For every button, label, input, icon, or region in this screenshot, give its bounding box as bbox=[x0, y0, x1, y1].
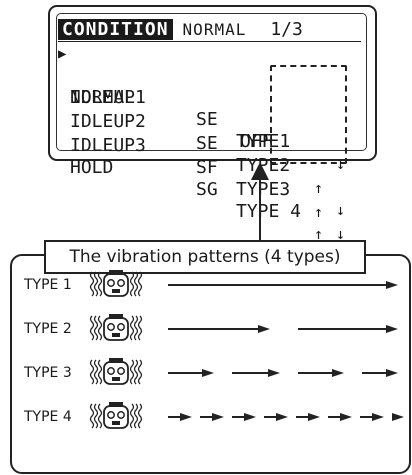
arrow-down-icon: ↓ bbox=[336, 225, 346, 243]
panel-title: The vibration patterns (4 types) bbox=[44, 240, 366, 274]
arrow-down-icon: ↓ bbox=[336, 155, 346, 173]
pattern-arrowhead bbox=[386, 281, 398, 289]
pattern-arrowhead bbox=[308, 413, 320, 421]
condition-name: IDLEUP1 bbox=[70, 87, 146, 108]
pattern-row-graphic bbox=[89, 402, 404, 429]
pattern-arrowhead bbox=[180, 413, 192, 421]
pattern-arrowhead bbox=[268, 369, 280, 377]
vibration-type[interactable]: TYPE1 bbox=[236, 131, 291, 152]
condition-row-idleup1[interactable]: IDLEUP1 SE TYPE1 ↓ bbox=[58, 65, 358, 173]
screen-title: CONDITION bbox=[58, 19, 173, 40]
arrow-up-icon: ↑ bbox=[314, 225, 324, 243]
pattern-arrowhead bbox=[386, 369, 398, 377]
pattern-arrowhead bbox=[372, 413, 384, 421]
condition-row-idleup3[interactable]: IDLEUP3 SF TYPE3 ↑ ↓ bbox=[58, 113, 358, 243]
condition-switch: SF bbox=[196, 157, 218, 178]
condition-name: IDLEUP2 bbox=[70, 111, 146, 132]
pattern-arrowhead bbox=[258, 325, 270, 333]
vibration-type[interactable]: TYPE 4 bbox=[236, 201, 302, 222]
vibrating-transmitter-icon bbox=[89, 402, 143, 429]
current-condition: NORMAL bbox=[182, 20, 247, 39]
condition-row-normal[interactable]: ▶ NORMAL OFF bbox=[58, 43, 358, 152]
pattern-arrowhead bbox=[340, 413, 352, 421]
condition-name: HOLD bbox=[70, 157, 114, 178]
arrow-up-icon: ↑ bbox=[314, 179, 324, 197]
lcd-header: CONDITION NORMAL 1/3 bbox=[58, 19, 303, 40]
condition-name: NORMAL bbox=[70, 87, 136, 108]
arrow-down-icon: ↓ bbox=[336, 201, 346, 219]
cursor-triangle-icon: ▶ bbox=[58, 46, 67, 62]
header-divider bbox=[58, 41, 361, 42]
pattern-arrowhead bbox=[212, 413, 224, 421]
condition-row-hold[interactable]: HOLD SG TYPE 4 ↑ bbox=[58, 135, 358, 243]
arrow-up-icon: ↑ bbox=[314, 203, 324, 221]
vibration-type[interactable]: OFF bbox=[240, 131, 273, 152]
pattern-label: TYPE 2 bbox=[24, 321, 72, 337]
condition-row-idleup2[interactable]: IDLEUP2 SE TYPE2 ↑ ↓ bbox=[58, 89, 358, 219]
vibrating-transmitter-icon bbox=[89, 314, 143, 341]
pattern-arrowhead bbox=[386, 325, 398, 333]
pattern-arrowhead bbox=[332, 369, 344, 377]
pattern-label: TYPE 4 bbox=[24, 409, 72, 425]
pattern-arrowhead bbox=[244, 413, 256, 421]
pattern-row-graphic bbox=[89, 358, 398, 385]
lcd-inner-frame bbox=[56, 13, 367, 151]
vibrating-transmitter-icon bbox=[89, 358, 143, 385]
pattern-label: TYPE 1 bbox=[24, 277, 72, 293]
lcd-screen: CONDITION NORMAL 1/3 ▶ NORMAL OFF IDLEUP… bbox=[48, 5, 377, 243]
page-indicator: 1/3 bbox=[270, 19, 303, 40]
pattern-row-graphic bbox=[89, 314, 398, 341]
condition-switch: SE bbox=[196, 133, 218, 154]
pattern-label: TYPE 3 bbox=[24, 365, 72, 381]
vibrating-transmitter-icon bbox=[89, 270, 143, 297]
condition-switch: SE bbox=[196, 109, 218, 130]
condition-switch: SG bbox=[196, 179, 218, 200]
vibration-type[interactable]: TYPE3 bbox=[236, 179, 291, 200]
condition-name: IDLEUP3 bbox=[70, 135, 146, 156]
pattern-row-graphic bbox=[89, 270, 398, 297]
pattern-arrowhead bbox=[392, 413, 404, 421]
vibration-type[interactable]: TYPE2 bbox=[236, 155, 291, 176]
pattern-arrowhead bbox=[202, 369, 214, 377]
pattern-arrowhead bbox=[276, 413, 288, 421]
type-column-highlight bbox=[270, 65, 347, 164]
